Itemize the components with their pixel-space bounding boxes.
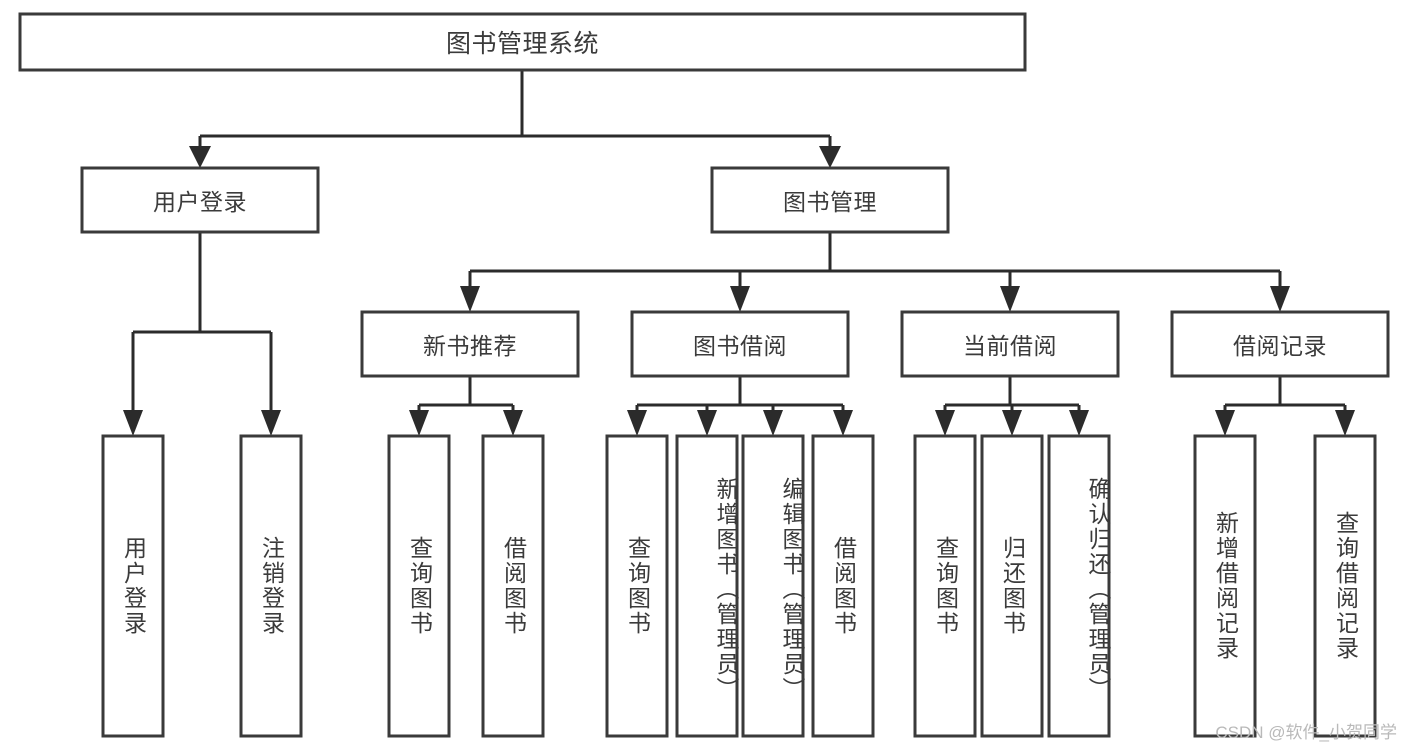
- node-box-book-borrow[interactable]: [630, 310, 850, 378]
- arrow-head-to-current-borrow: [1000, 286, 1020, 312]
- node-box-leaf-query-book-3[interactable]: [913, 434, 977, 738]
- node-box-leaf-query-book-1[interactable]: [387, 434, 451, 738]
- arrow-head-leaf-edit-book: [763, 410, 783, 436]
- arrow-head-leaf-query-book-1: [409, 410, 429, 436]
- node-box-user-login[interactable]: [80, 166, 320, 234]
- arrow-head-leaf-confirm-return: [1069, 410, 1089, 436]
- connector-book-mgmt-to-level3: [460, 232, 1290, 312]
- connector-current-borrow-to-leaves: [935, 376, 1089, 436]
- arrow-head-leaf-return-book: [1002, 410, 1022, 436]
- node-box-leaf-query-book-2[interactable]: [605, 434, 669, 738]
- arrow-head-leaf-borrow-book-1: [503, 410, 523, 436]
- arrow-head-to-book-mgmt: [819, 146, 841, 168]
- arrow-head-to-book-borrow: [730, 286, 750, 312]
- node-box-leaf-borrow-book-2[interactable]: [811, 434, 875, 738]
- arrow-head-leaf-query-book-3: [935, 410, 955, 436]
- arrow-head-leaf-query-record: [1335, 410, 1355, 436]
- node-box-leaf-user-login[interactable]: [101, 434, 165, 738]
- node-box-leaf-query-record[interactable]: [1313, 434, 1377, 738]
- arrow-head-to-user-login: [189, 146, 211, 168]
- node-box-leaf-edit-book[interactable]: [741, 434, 805, 738]
- node-box-leaf-return-book[interactable]: [980, 434, 1044, 738]
- node-box-borrow-records[interactable]: [1170, 310, 1390, 378]
- node-box-root[interactable]: [18, 12, 1027, 72]
- connector-root-to-level2: [189, 70, 841, 168]
- arrow-head-to-new-book: [460, 286, 480, 312]
- arrow-head-leaf-query-book-2: [627, 410, 647, 436]
- node-box-new-book[interactable]: [360, 310, 580, 378]
- arrow-head-leaf-borrow-book-2: [833, 410, 853, 436]
- connector-borrow-records-to-leaves: [1215, 376, 1355, 436]
- arrow-head-leaf-add-book: [697, 410, 717, 436]
- connector-new-book-to-leaves: [409, 376, 523, 436]
- node-box-leaf-add-record[interactable]: [1193, 434, 1257, 738]
- node-box-book-mgmt[interactable]: [710, 166, 950, 234]
- arrow-head-leaf-logout: [261, 410, 281, 436]
- node-box-leaf-logout[interactable]: [239, 434, 303, 738]
- node-box-leaf-confirm-return[interactable]: [1047, 434, 1111, 738]
- connector-book-borrow-to-leaves: [627, 376, 853, 436]
- node-box-current-borrow[interactable]: [900, 310, 1120, 378]
- node-box-leaf-borrow-book-1[interactable]: [481, 434, 545, 738]
- arrow-head-leaf-add-record: [1215, 410, 1235, 436]
- connector-user-login-to-leaves: [123, 232, 281, 436]
- node-box-leaf-add-book[interactable]: [675, 434, 739, 738]
- arrow-head-leaf-user-login: [123, 410, 143, 436]
- arrow-head-to-borrow-records: [1270, 286, 1290, 312]
